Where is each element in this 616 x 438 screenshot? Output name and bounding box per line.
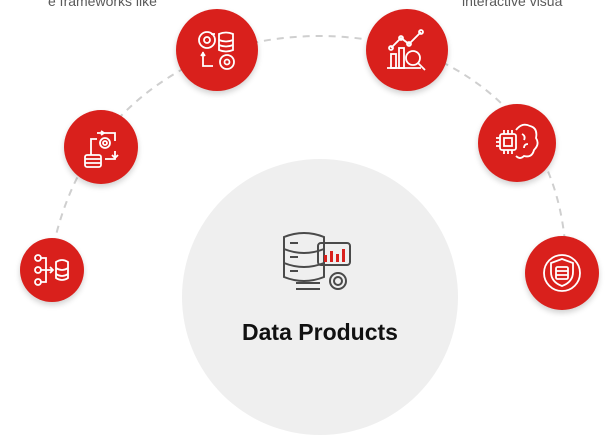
data-ingestion-node[interactable]: [20, 238, 84, 302]
center-title: Data Products: [242, 319, 398, 345]
top-text-right: interactive visua: [462, 0, 563, 9]
ai-brain-chip-node[interactable]: [478, 104, 556, 182]
top-text-left: e frameworks like: [48, 0, 157, 9]
data-products-hub: Data Products: [182, 159, 458, 435]
analytics-search-icon: [383, 26, 431, 74]
analytics-search-node[interactable]: [366, 9, 448, 91]
database-workflow-icon: [79, 125, 123, 169]
database-workflow-node[interactable]: [64, 110, 138, 184]
database-analytics-icon: [280, 227, 360, 297]
data-security-shield-icon: [540, 251, 584, 295]
data-processing-gears-icon: [193, 26, 241, 74]
ai-brain-chip-icon: [494, 120, 540, 166]
data-ingestion-icon: [32, 250, 72, 290]
data-processing-node[interactable]: [176, 9, 258, 91]
data-security-node[interactable]: [525, 236, 599, 310]
